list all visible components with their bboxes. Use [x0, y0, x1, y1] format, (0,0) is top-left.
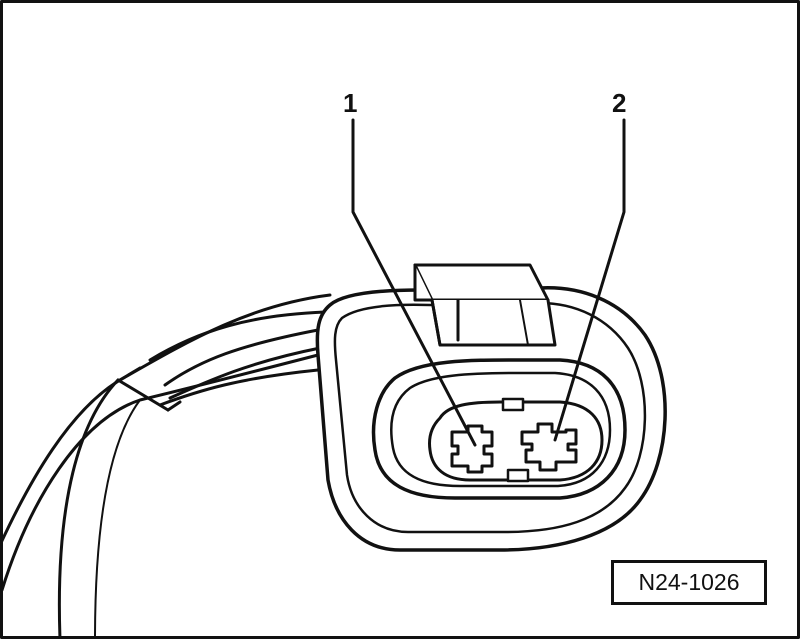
callout-label-2: 2	[612, 88, 627, 118]
pin-1	[450, 424, 494, 474]
callout-label-1: 1	[343, 88, 358, 118]
wire-harness	[0, 293, 332, 639]
figure-reference-label: N24-1026	[638, 569, 740, 595]
figure-reference-box: N24-1026	[611, 560, 767, 605]
locking-tab	[413, 263, 557, 347]
leader-line-1	[351, 118, 477, 447]
connector-face	[371, 358, 627, 500]
pin-2	[520, 422, 578, 472]
leader-line-2	[553, 118, 626, 442]
